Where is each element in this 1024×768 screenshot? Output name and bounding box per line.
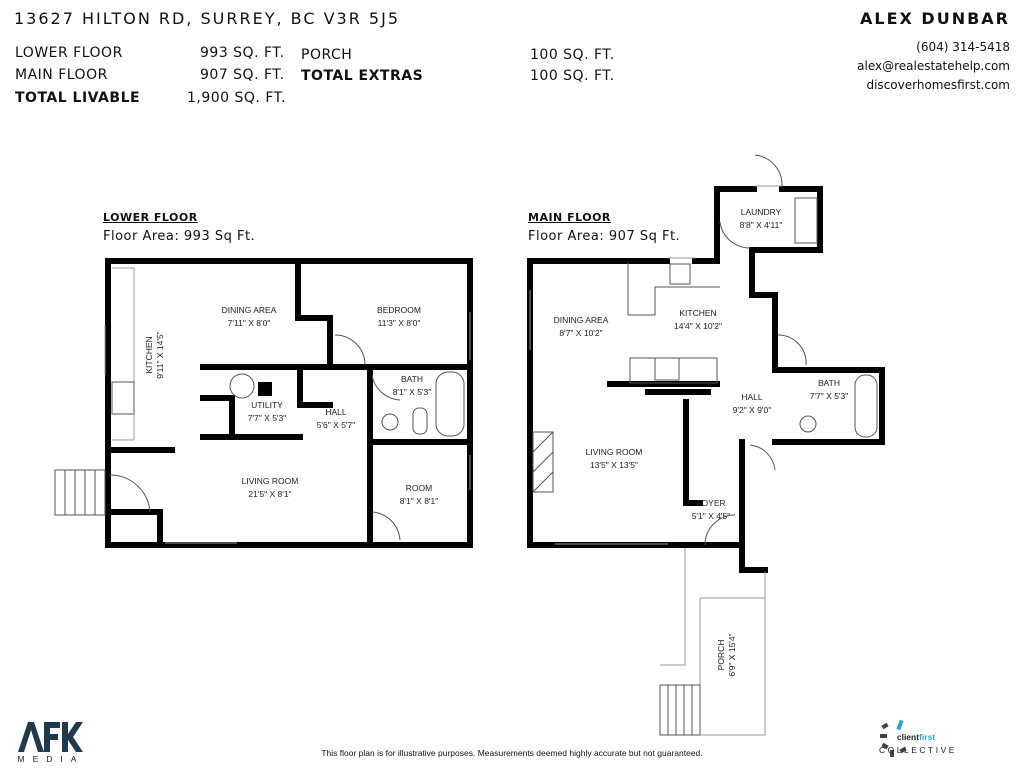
room-label: BEDROOM: [377, 305, 421, 315]
total-livable-value: 1,900 SQ. FT.: [187, 90, 286, 106]
svg-text:COLLECTIVE: COLLECTIVE: [879, 745, 957, 755]
property-address: 13627 HILTON RD, SURREY, BC V3R 5J5: [14, 9, 400, 28]
room-dims: 9'11" X 14'5": [155, 331, 165, 378]
lower-floor-title: LOWER FLOOR: [103, 211, 198, 224]
agent-email[interactable]: alex@realestatehelp.com: [857, 59, 1010, 73]
room-label: LIVING ROOM: [586, 447, 643, 457]
svg-text:clientfirst: clientfirst: [897, 732, 935, 742]
main-floor-plan: LAUNDRY 8'8" X 4'11" DINING AREA 8'7" X …: [527, 154, 885, 736]
room-dims: 21'5" X 8'1": [248, 489, 291, 499]
room-label: UTILITY: [251, 400, 283, 410]
svg-text:MEDIA: MEDIA: [18, 754, 85, 764]
main-floor-area: Floor Area: 907 Sq Ft.: [528, 229, 681, 244]
porch-label: PORCH: [301, 47, 353, 63]
room-dims: 14'4" X 10'2": [674, 321, 722, 331]
room-label: LAUNDRY: [741, 207, 782, 217]
room-dims: 5'1" X 4'5": [692, 511, 731, 521]
room-dims: 8'1" X 5'3": [393, 387, 432, 397]
room-dims: 13'5" X 13'5": [590, 460, 638, 470]
room-dims: 7'11" X 8'0": [228, 318, 271, 328]
room-label: ROOM: [406, 483, 432, 493]
room-label: PORCH: [716, 640, 726, 671]
main-floor-title: MAIN FLOOR: [528, 211, 611, 224]
main-floor-label: MAIN FLOOR: [15, 67, 108, 83]
main-floor-value: 907 SQ. FT.: [200, 67, 285, 83]
porch-value: 100 SQ. FT.: [530, 47, 615, 63]
room-dims: 7'7" X 5'3": [810, 391, 849, 401]
lower-floor-area: Floor Area: 993 Sq Ft.: [103, 229, 256, 244]
total-livable-label: TOTAL LIVABLE: [15, 90, 141, 106]
room-dims: 8'8" X 4'11": [740, 220, 783, 230]
room-label: BATH: [818, 378, 840, 388]
lower-floor-value: 993 SQ. FT.: [200, 45, 285, 61]
room-dims: 11'3" X 8'0": [378, 318, 421, 328]
room-dims: 6'9" X 15'4": [727, 633, 737, 676]
room-label: KITCHEN: [144, 336, 154, 373]
room-dims: 7'7" X 5'3": [248, 413, 287, 423]
total-extras-label: TOTAL EXTRAS: [301, 68, 424, 84]
agent-website[interactable]: discoverhomesfirst.com: [866, 78, 1010, 92]
room-label: FOYER: [696, 498, 725, 508]
lower-floor-label: LOWER FLOOR: [15, 45, 123, 61]
room-dims: 9'2" X 9'0": [733, 405, 772, 415]
room-label: DINING AREA: [554, 315, 609, 325]
room-dims: 8'7" X 10'2": [559, 328, 602, 338]
room-label: LIVING ROOM: [242, 476, 299, 486]
room-label: HALL: [325, 407, 347, 417]
afk-media-logo: MEDIA: [18, 722, 85, 764]
room-label: BATH: [401, 374, 423, 384]
room-dims: 8'1" X 8'1": [400, 496, 439, 506]
room-label: KITCHEN: [679, 308, 716, 318]
lower-floor-plan: DINING AREA 7'11" X 8'0" BEDROOM 11'3" X…: [54, 258, 473, 548]
agent-phone: (604) 314-5418: [916, 40, 1010, 54]
clientfirst-logo: clientfirst COLLECTIVE: [879, 719, 957, 757]
room-dims: 5'6" X 5'7": [317, 420, 356, 430]
total-extras-value: 100 SQ. FT.: [530, 68, 615, 84]
room-label: DINING AREA: [222, 305, 277, 315]
disclaimer: This floor plan is for illustrative purp…: [321, 748, 703, 758]
agent-name: ALEX DUNBAR: [860, 9, 1010, 28]
room-label: HALL: [741, 392, 763, 402]
